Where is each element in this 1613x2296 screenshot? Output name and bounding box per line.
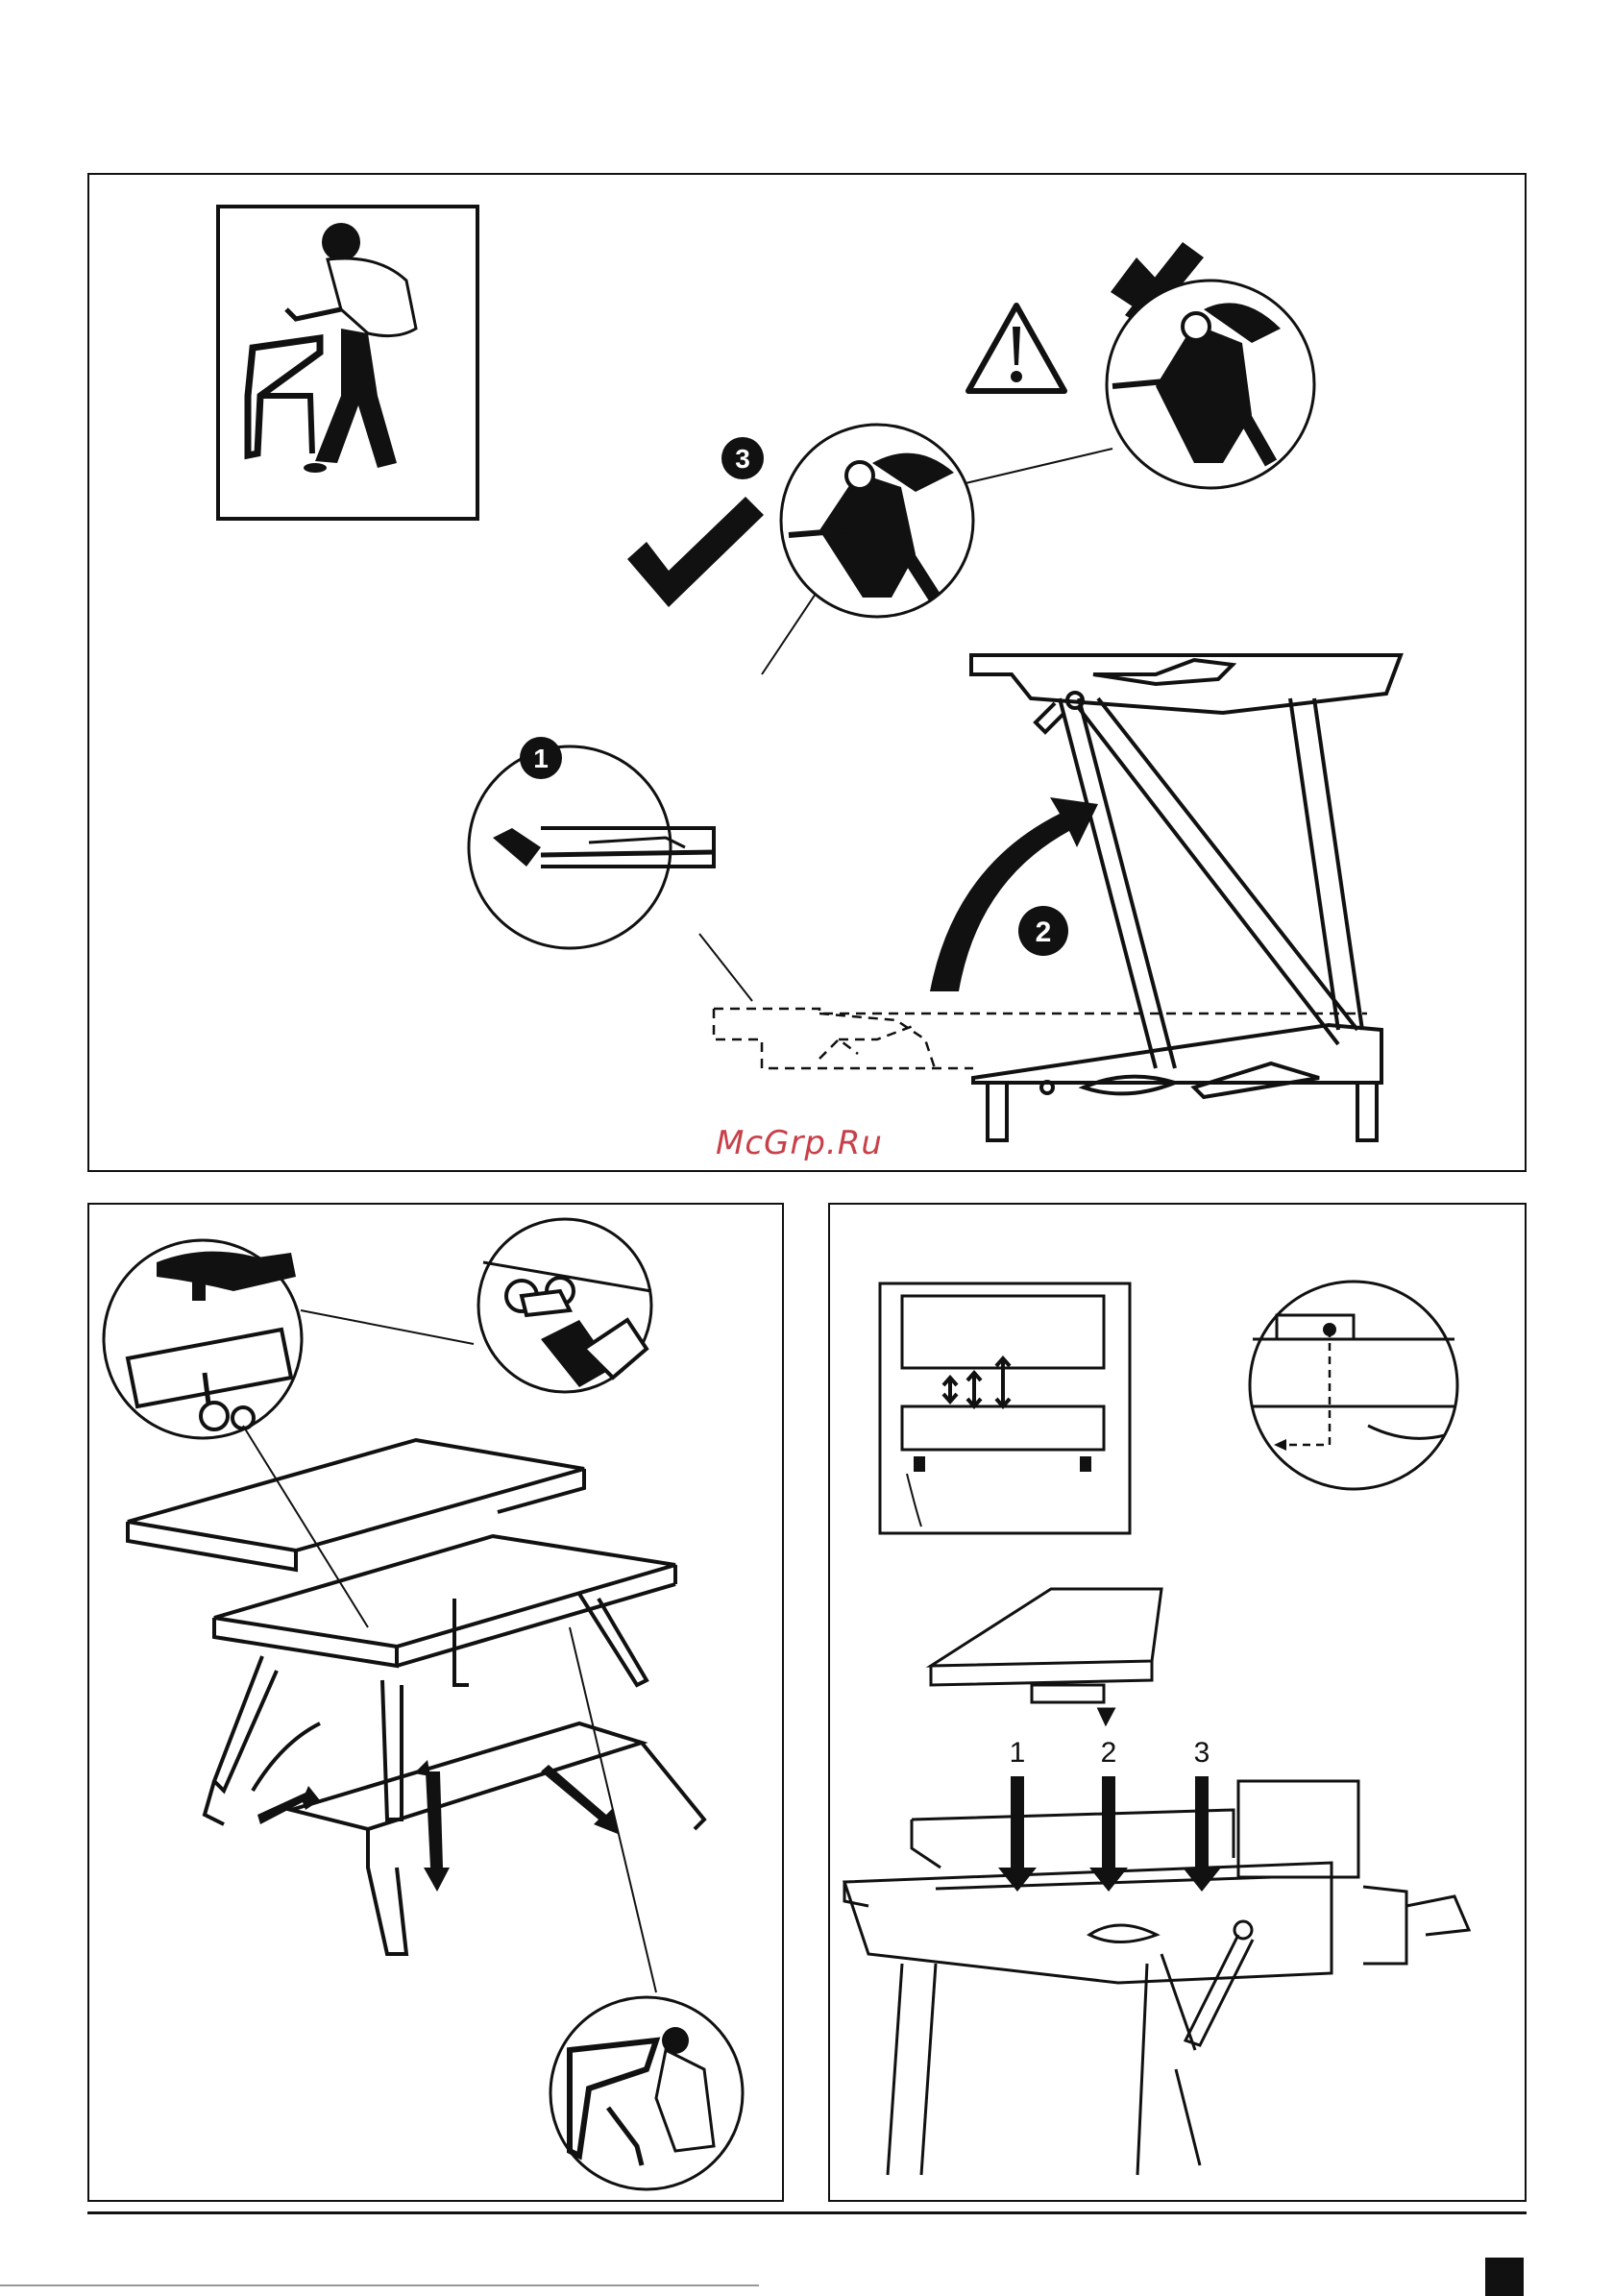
step-badge-2: 2 [1018,906,1068,956]
step-number-2: 2 [1036,916,1052,948]
bench-top-adjust-diagram: 1 2 3 [830,1205,1527,2202]
inset-height-adjust [880,1283,1130,1533]
lift-arrow-icon [930,797,1098,991]
detail-peg [478,1219,651,1392]
detail-correct [781,425,973,617]
workbench-body [128,1440,704,1954]
folded-outline [714,1009,1367,1068]
accessory-panel-right: 1 2 3 [828,1203,1527,2202]
workbench-unfold-diagram: 1 3 2 [89,175,1527,1172]
warning-triangle-icon [968,305,1064,391]
step-number-3: 3 [735,444,750,474]
detail-wrong [1107,281,1314,488]
step-badge-3: 3 [721,437,764,479]
checkmark-icon [627,497,764,607]
footer-rule [87,2211,1527,2214]
page-marker [1485,2258,1524,2296]
detail-lock [469,746,714,948]
step-number-1: 1 [533,744,549,773]
detail-hammer [104,1240,302,1438]
position-label-3: 3 [1194,1737,1210,1769]
watermark: McGrp.Ru [716,1124,883,1162]
workbench-side [844,1781,1469,2175]
workbench-frame [971,655,1401,1140]
inset-person-lifting [218,207,477,519]
detail-peg-slot [1250,1282,1457,1489]
detail-person-folding [550,1997,743,2189]
setup-panel-top: 1 3 2 [87,173,1527,1172]
position-label-1: 1 [1010,1737,1026,1769]
position-label-2: 2 [1101,1737,1117,1769]
accessory-top [931,1589,1161,1723]
step-badge-1: 1 [520,737,562,779]
assembly-panel-left [87,1203,784,2202]
bottom-rule [0,2284,759,2286]
workbench-assembly-diagram [89,1205,784,2202]
